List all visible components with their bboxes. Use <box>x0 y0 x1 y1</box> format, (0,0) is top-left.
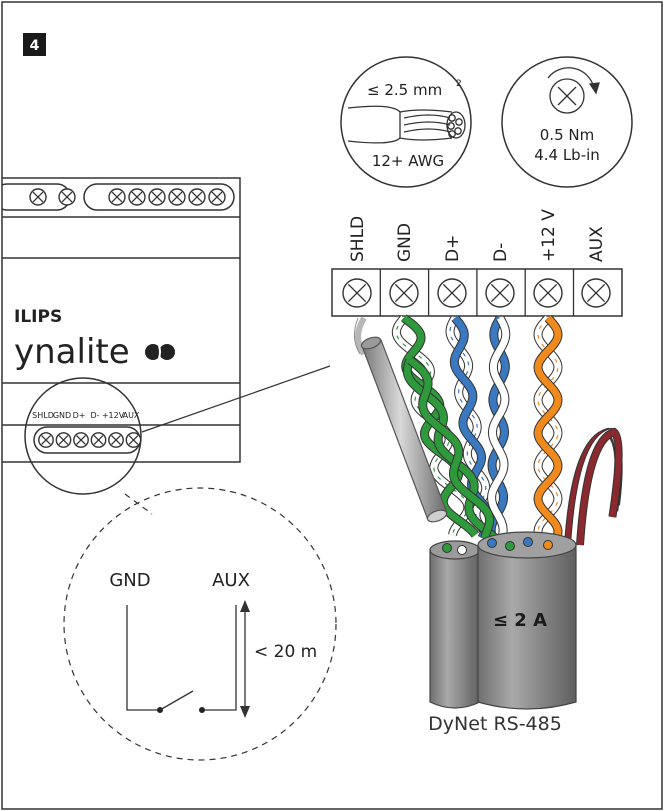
terminal-labels: SHLD GND D+ D- +12 V AUX <box>348 209 607 262</box>
device-terminal-screw[interactable] <box>108 432 124 448</box>
terminal-screw[interactable] <box>533 278 563 308</box>
device-top-screw[interactable] <box>208 188 226 206</box>
torque-metric-label: 0.5 Nm <box>540 126 594 144</box>
device-terminal-label: GND <box>53 411 71 420</box>
switch-wire-right <box>202 605 237 711</box>
distance-arrow <box>240 600 250 718</box>
screw-icon <box>547 67 600 114</box>
device-terminal-screw[interactable] <box>90 432 107 448</box>
terminal-screw[interactable] <box>437 278 467 308</box>
distance-label: < 20 m <box>254 642 317 662</box>
device-top-terminals-right <box>108 188 226 206</box>
brand-top-text: ILIPS <box>14 307 62 327</box>
device-terminal-label: AUX <box>123 411 140 420</box>
device-terminal-label: D+ <box>73 411 86 420</box>
cable-core <box>543 540 553 550</box>
terminal-screw[interactable] <box>342 278 372 308</box>
terminal-label: GND <box>395 223 415 262</box>
wire-gauge-label: 12+ AWG <box>372 152 444 170</box>
switch-aux-label: AUX <box>212 570 250 591</box>
brand-name-text: ynalite <box>14 332 130 372</box>
terminal-screw[interactable] <box>389 278 419 308</box>
cable-core <box>505 541 515 551</box>
twisted-wires <box>391 314 623 552</box>
wire-green-strand <box>402 356 499 542</box>
device-top-screw[interactable] <box>58 188 76 206</box>
device-terminal-screw[interactable] <box>125 432 142 448</box>
terminal-label: SHLD <box>348 216 368 262</box>
switch-wire-left <box>126 605 160 711</box>
current-label: ≤ 2 A <box>493 610 547 631</box>
device-terminal-screw[interactable] <box>38 432 54 448</box>
terminal-screw[interactable] <box>485 278 515 308</box>
device-top-screw[interactable] <box>128 188 146 206</box>
bus-label: DyNet RS-485 <box>428 713 562 735</box>
wire-pair-blue-white <box>486 315 511 542</box>
brand-logo: ynalite <box>14 332 175 372</box>
device-top-screw[interactable] <box>188 188 206 206</box>
step-number: 4 <box>30 38 40 54</box>
torque-spec-badge: 0.5 Nm 4.4 Lb-in <box>501 56 633 188</box>
cable-core <box>442 543 452 553</box>
callout-line <box>141 365 331 433</box>
device-top-screw[interactable] <box>148 188 166 206</box>
magnifier-circle <box>24 377 142 495</box>
terminal-screw[interactable] <box>581 278 611 308</box>
device-terminal-screw[interactable] <box>73 432 89 448</box>
terminal-label: +12 V <box>539 209 559 262</box>
wire-icon <box>347 105 466 144</box>
wire-size-label: ≤ 2.5 mm <box>367 81 442 99</box>
cable-cores <box>442 537 553 555</box>
device-terminal-screw[interactable] <box>55 432 72 448</box>
shield-drain-sleeve <box>354 316 448 523</box>
cable-core <box>523 537 533 547</box>
device-top-terminals-left <box>29 188 76 206</box>
terminal-label: D- <box>491 243 511 262</box>
wire-pair-orange <box>533 314 563 552</box>
switch-contact <box>159 690 194 711</box>
device-top-screw[interactable] <box>29 188 47 206</box>
terminal-block <box>331 268 623 317</box>
wire-size-superscript: 2 <box>456 79 462 89</box>
cable-core <box>457 545 467 555</box>
device-terminal-label: +12V <box>102 411 125 420</box>
terminal-screws <box>342 278 611 308</box>
cable-core <box>487 538 497 548</box>
device-terminal-label: SHLD <box>32 411 54 420</box>
device-terminal-label: D- <box>90 411 99 420</box>
switch-gnd-label: GND <box>109 570 150 591</box>
device-top-screw[interactable] <box>108 188 126 206</box>
torque-imperial-label: 4.4 Lb-in <box>534 146 600 164</box>
wire-spec-badge: ≤ 2.5 mm 2 12+ AWG <box>340 56 472 188</box>
step-badge: 4 <box>23 33 46 56</box>
device-top-screw[interactable] <box>168 188 186 206</box>
terminal-label: D+ <box>443 235 463 262</box>
terminal-label: AUX <box>587 226 607 262</box>
switch-detail: GND AUX < 20 m <box>63 487 337 761</box>
device-terminal-screws <box>38 432 142 448</box>
wire-pair-maroon <box>564 427 623 546</box>
cable-left <box>429 540 481 709</box>
